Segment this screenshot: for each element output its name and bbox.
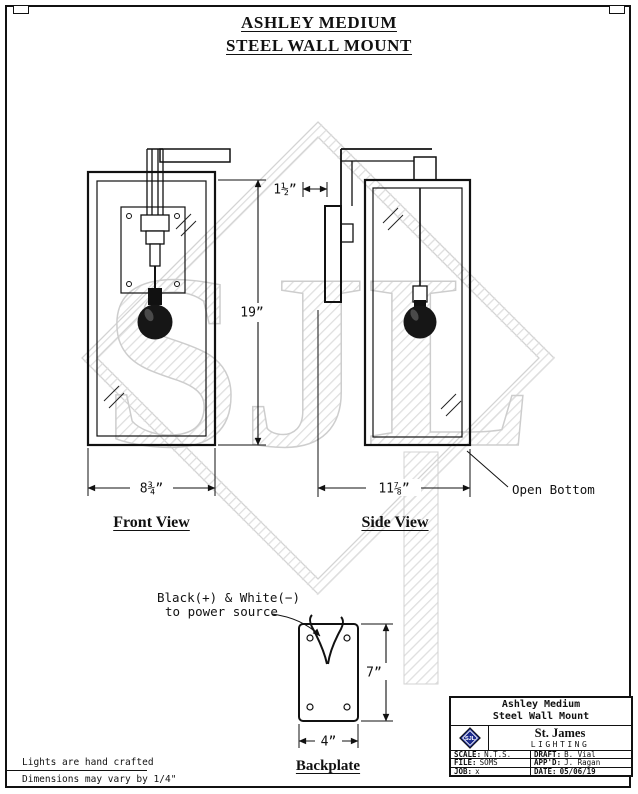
date-label: DATE: — [534, 766, 557, 776]
side-view-drawing — [324, 148, 472, 447]
backplate-drawing — [298, 614, 359, 722]
side-frame-inner — [372, 187, 463, 438]
product-name-line2: Steel Wall Mount — [492, 711, 590, 722]
open-bottom-text: Open Bottom — [512, 482, 595, 497]
wire-note-line2: to power source — [165, 604, 278, 619]
backplate-height-dimension: 7” — [361, 623, 393, 722]
mount-arm-front — [159, 148, 231, 163]
company-name: St. James — [534, 725, 586, 740]
sheet-title: ASHLEY MEDIUM STEEL WALL MOUNT — [0, 10, 638, 56]
front-frame-outer — [86, 170, 217, 447]
wire-note-leader — [271, 613, 321, 637]
side-bulb — [403, 300, 437, 339]
sheet-title-line2: STEEL WALL MOUNT — [226, 36, 412, 55]
wire-note-line1: Black(+) & White(−) — [157, 590, 300, 605]
side-view-label: Side View — [361, 514, 429, 531]
file-value: SOMS — [479, 758, 498, 767]
side-depth-dimension: 11⅞” — [317, 310, 471, 497]
appd-value: J. Ragan — [564, 758, 601, 767]
tolerance-note: Dimensions may vary by 1/4" — [22, 774, 177, 785]
front-height-dimension: 19” — [218, 179, 273, 446]
title-block-row-job-date: JOB: x DATE: 05/06/19 — [451, 766, 631, 776]
file-label: FILE: — [454, 758, 477, 767]
footer-divider — [7, 770, 147, 771]
glass-marks-front — [103, 213, 197, 409]
draft-label: DRAFT: — [534, 749, 562, 759]
company-logo: SJL — [451, 725, 489, 750]
title-block: Ashley Medium Steel Wall Mount SJL St. J… — [449, 696, 633, 777]
scale-label: SCALE: — [454, 749, 482, 759]
draft-value: B. Vial — [564, 749, 596, 759]
front-view-label: Front View — [113, 514, 190, 531]
backplate-width-dimension: 4” — [298, 724, 359, 750]
logo-monogram-text: SJL — [464, 736, 475, 742]
job-value: x — [475, 766, 480, 776]
sheet-title-line1: ASHLEY MEDIUM — [241, 13, 397, 32]
glass-marks-side — [382, 207, 462, 417]
front-view-drawing — [86, 148, 231, 447]
title-block-row-scale-draft: SCALE: N.T.S. DRAFT: B. Vial — [451, 749, 631, 759]
wire-note: Black(+) & White(−) to power source — [157, 590, 321, 637]
company-tagline: LIGHTING — [530, 739, 590, 749]
company-cell: St. James LIGHTING — [489, 726, 631, 750]
appd-label: APP'D: — [534, 758, 562, 767]
job-label: JOB: — [454, 766, 473, 776]
sjl-diamond-logo-icon: SJL — [458, 726, 481, 749]
backplate-width-dim-text: 4” — [321, 735, 337, 750]
open-bottom-callout: Open Bottom — [466, 450, 595, 497]
scale-value: N.T.S. — [484, 749, 512, 759]
side-standoff-dimension: 1½” — [273, 182, 328, 198]
handcrafted-note: Lights are hand crafted — [22, 757, 154, 768]
backplate-label: Backplate — [295, 758, 361, 774]
front-width-dim-text: 8¾” — [140, 482, 163, 497]
front-width-dimension: 8¾” — [87, 448, 216, 497]
wall-plate-side — [324, 205, 342, 303]
date-value: 05/06/19 — [559, 766, 596, 776]
side-frame-outer — [363, 178, 472, 447]
side-depth-dim-text: 11⅞” — [378, 482, 409, 497]
title-block-row-file-appd: FILE: SOMS APP'D: J. Ragan — [451, 759, 631, 768]
side-standoff-dim-text: 1½” — [273, 183, 296, 198]
front-height-dim-text: 19” — [240, 306, 263, 321]
title-block-product: Ashley Medium Steel Wall Mount — [451, 698, 631, 726]
product-name-line1: Ashley Medium — [501, 699, 581, 710]
mount-arm-block — [413, 156, 437, 181]
backplate-outline — [298, 623, 359, 722]
front-frame-inner — [96, 180, 207, 437]
power-wires — [309, 614, 344, 665]
backplate-height-dim-text: 7” — [366, 666, 382, 681]
front-bulb — [137, 288, 173, 340]
